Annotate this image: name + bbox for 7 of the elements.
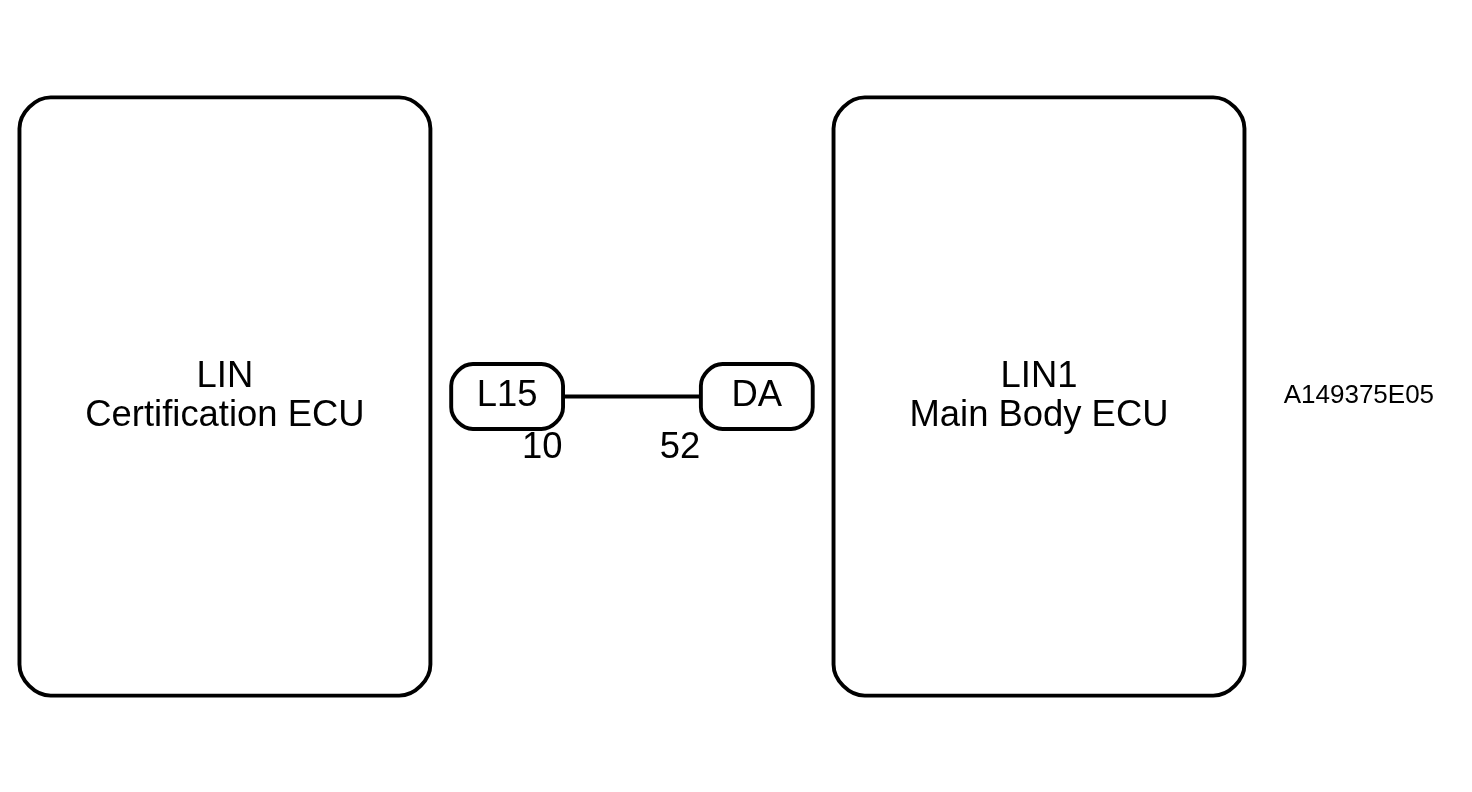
connector <box>563 394 701 398</box>
node-box: L15 <box>449 361 565 431</box>
node-label: 52 <box>659 424 701 466</box>
node-box: LIN1 Main Body ECU <box>831 94 1247 698</box>
node-box: LIN Certification ECU <box>17 94 433 698</box>
label: A149375E05 <box>1283 378 1435 409</box>
node-box: DA <box>698 361 815 431</box>
